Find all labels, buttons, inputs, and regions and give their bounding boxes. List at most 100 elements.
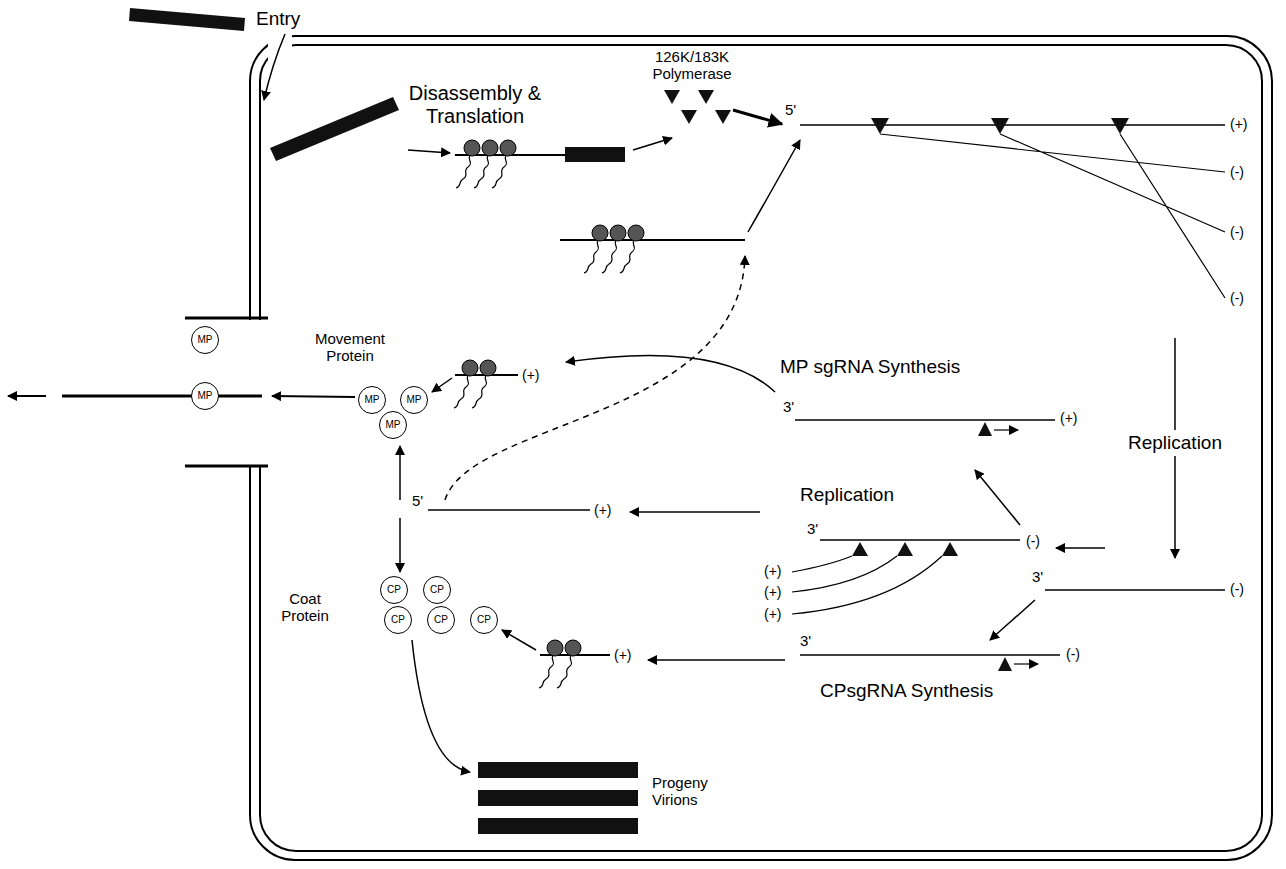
text-label: 3' <box>800 632 811 649</box>
drawing-part <box>432 378 452 392</box>
text-label: 3' <box>807 520 818 537</box>
text-label: CPsgRNA Synthesis <box>820 680 993 702</box>
drawing-part <box>602 240 617 273</box>
drawing-part <box>584 240 599 273</box>
node-text: CP <box>391 615 405 625</box>
drawing-part <box>1014 663 1038 664</box>
drawing-part <box>1045 589 1225 591</box>
drawing-part <box>990 600 1035 640</box>
drawing-part <box>560 239 745 241</box>
drawing-part <box>478 790 638 806</box>
drawing-part <box>991 118 1009 134</box>
drawing-part <box>565 640 581 656</box>
text-label: Replication <box>800 484 894 506</box>
drawing-part <box>978 422 992 436</box>
protein-circle: CP <box>384 606 412 634</box>
protein-circle: CP <box>427 606 455 634</box>
drawing-part <box>800 124 1225 126</box>
text-label: (+) <box>1060 410 1078 426</box>
protein-circle: MP <box>191 326 219 354</box>
drawing-part <box>852 542 868 556</box>
drawing-part <box>795 419 1055 421</box>
drawing-part <box>1056 547 1105 549</box>
text-label: 126K/183K Polymerase <box>637 48 747 83</box>
drawing-part <box>482 140 498 156</box>
text-label: (-) <box>1230 164 1244 180</box>
drawing-part <box>565 147 625 162</box>
drawing-part <box>478 818 638 834</box>
text-label: (+) <box>764 584 782 600</box>
drawing-part <box>492 155 507 188</box>
drawing-part <box>412 640 470 772</box>
text-label: (-) <box>1066 646 1080 662</box>
text-label: (+) <box>1230 116 1248 132</box>
node-text: CP <box>430 585 444 595</box>
node-text: MP <box>365 395 380 405</box>
drawing-part <box>243 320 267 466</box>
text-label: (-) <box>1026 533 1040 549</box>
node-text: CP <box>387 585 401 595</box>
node-text: MP <box>198 335 213 345</box>
node-text: MP <box>198 391 213 401</box>
drawing-part <box>1111 118 1129 134</box>
text-label: Disassembly & Translation <box>390 82 560 128</box>
drawing-part <box>628 225 644 241</box>
text-label: Coat Protein <box>275 590 335 625</box>
drawing-part <box>454 375 469 408</box>
text-label: (+) <box>522 367 540 383</box>
text-label: (-) <box>1230 290 1244 306</box>
drawing-part <box>975 470 1020 525</box>
text-label: Entry <box>256 8 300 30</box>
drawing-part <box>633 138 672 150</box>
drawing-part <box>264 34 285 100</box>
drawing-part <box>698 90 714 104</box>
text-label: Replication <box>1125 430 1225 456</box>
node-text: MP <box>407 395 422 405</box>
drawing-part <box>399 446 401 500</box>
text-label: Movement Protein <box>305 330 395 365</box>
drawing-part <box>998 657 1012 671</box>
drawing-part <box>474 155 489 188</box>
drawing-part <box>408 150 450 153</box>
text-label: (-) <box>1230 581 1244 597</box>
text-label: (+) <box>614 647 632 663</box>
drawing-part <box>502 630 536 650</box>
drawing-part <box>547 640 563 656</box>
drawing-part <box>260 45 1262 851</box>
drawing-part <box>464 140 480 156</box>
drawing-part <box>664 90 680 104</box>
text-label: (+) <box>594 502 612 518</box>
drawing-part <box>620 240 635 273</box>
drawing-part <box>270 97 399 161</box>
drawing-part <box>500 140 516 156</box>
drawing-part <box>897 542 913 556</box>
text-label: MP sgRNA Synthesis <box>780 356 960 378</box>
drawing-part <box>557 655 572 688</box>
drawing-part <box>399 518 401 572</box>
drawing-part <box>733 110 782 124</box>
drawing-part <box>566 355 775 392</box>
node-text: MP <box>386 420 401 430</box>
drawing-part <box>648 659 785 661</box>
drawing-part <box>250 36 1272 860</box>
drawing-part <box>185 318 268 466</box>
drawing-part <box>129 8 245 31</box>
protein-circle: CP <box>423 576 451 604</box>
drawing-part <box>480 360 496 376</box>
node-text: CP <box>434 615 448 625</box>
drawing-part <box>472 375 487 408</box>
drawing-part <box>715 110 731 124</box>
node-text: CP <box>477 615 491 625</box>
drawing-part <box>272 396 355 397</box>
text-label: (+) <box>764 563 782 579</box>
drawing-part <box>456 155 471 188</box>
drawing-part <box>800 654 1060 656</box>
drawing-part <box>748 140 800 232</box>
drawing-part <box>610 225 626 241</box>
drawing-part <box>428 509 590 511</box>
text-label: 3' <box>1032 568 1043 585</box>
protein-circle: MP <box>379 411 407 439</box>
drawing-part <box>592 225 608 241</box>
